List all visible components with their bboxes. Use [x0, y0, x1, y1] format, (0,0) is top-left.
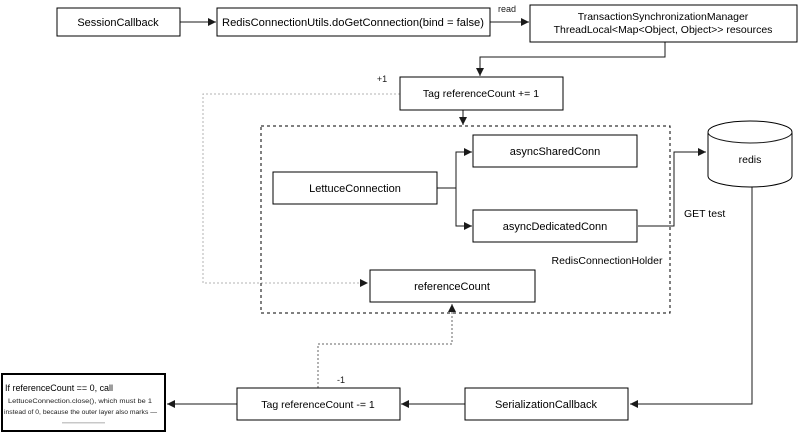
minus-one-edge-label: -1 [337, 375, 345, 385]
tag-increment-node [399, 76, 564, 111]
session-callback-node [56, 7, 181, 37]
tsm-label-line1: TransactionSynchronizationManager [578, 11, 749, 23]
do-get-connection-label: RedisConnectionUtils.doGetConnection(bin… [222, 17, 484, 29]
tsm-node [529, 4, 798, 43]
serialization-callback-label: SerializationCallback [495, 399, 598, 411]
redis-label: redis [739, 154, 762, 166]
get-test-edge-label: GET test [684, 208, 725, 220]
serialization-callback-node [464, 387, 629, 421]
redis-cylinder-top-rim [707, 131, 793, 144]
tag-increment-label: Tag referenceCount += 1 [423, 88, 539, 100]
tag-decrement-label: Tag referenceCount -= 1 [261, 399, 375, 411]
redis-cylinder: redis [707, 120, 793, 188]
edge-lettuce-to-asyncdedicated [455, 188, 472, 230]
note-line-2: LettuceConnection.close(), which must be… [8, 398, 152, 405]
lettuce-connection-label: LettuceConnection [309, 183, 401, 195]
plus-one-edge-label: +1 [377, 74, 387, 84]
reference-count-label: referenceCount [414, 281, 490, 293]
redis-connection-holder-container [260, 125, 671, 314]
reference-count-node [369, 269, 536, 303]
async-dedicated-conn-node [472, 209, 638, 243]
edge-asyncdedicated-to-redis [638, 148, 706, 227]
async-dedicated-conn-label: asyncDedicatedConn [503, 221, 608, 233]
async-shared-conn-node [472, 134, 638, 168]
edge-redis-to-serializationcallback [630, 187, 753, 408]
async-shared-conn-label: asyncSharedConn [510, 146, 601, 158]
do-get-connection-node [216, 7, 491, 37]
tsm-label-line2: ThreadLocal<Map<Object, Object>> resourc… [554, 24, 773, 36]
redis-connection-holder-label: RedisConnectionHolder [552, 255, 663, 267]
note-line-3: instead of 0, because the outer layer al… [4, 409, 157, 416]
edge-tsm-to-tag-increment [476, 42, 666, 76]
lettuce-connection-node [272, 171, 438, 205]
note-line-1: If referenceCount == 0, call [5, 383, 113, 393]
edge-dotted-increment-to-referencecount [202, 93, 400, 287]
redis-cylinder-body [707, 120, 793, 188]
note-box-frame [1, 373, 166, 432]
tag-decrement-node [236, 387, 401, 421]
note-box: If referenceCount == 0, call LettuceConn… [1, 373, 166, 432]
session-callback-label: SessionCallback [77, 17, 159, 29]
note-illegible-fine-print [62, 422, 105, 424]
edge-lettuce-to-asyncshared [455, 148, 472, 188]
edge-dotted-decrement-to-referencecount [317, 304, 456, 388]
read-edge-label: read [498, 4, 516, 14]
